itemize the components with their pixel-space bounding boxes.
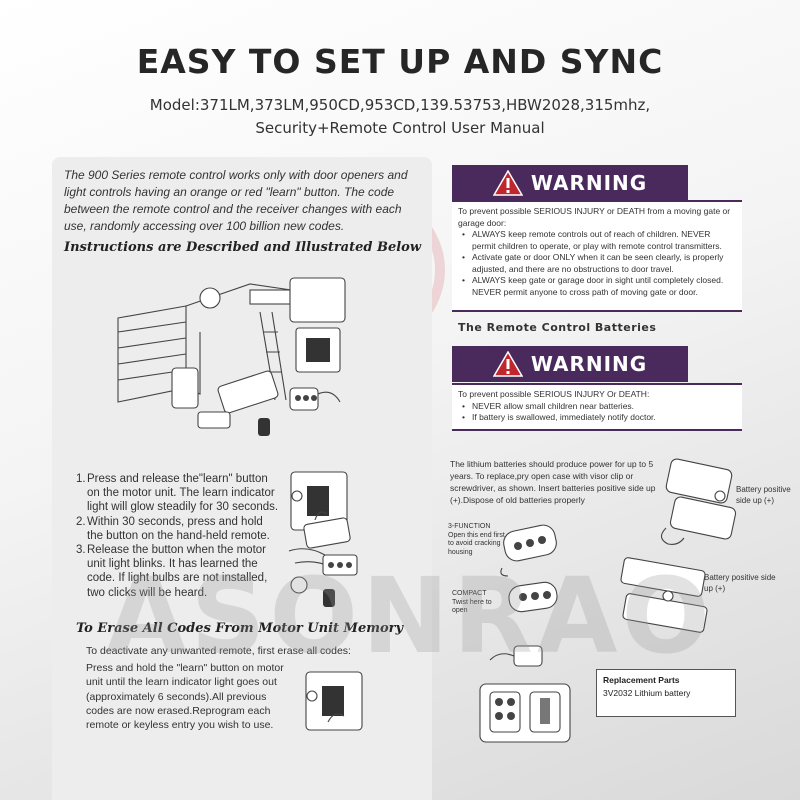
intro-text: The 900 Series remote control works only… [64, 168, 408, 233]
step-number: 2. [76, 515, 86, 528]
step-text: Within 30 seconds, press and hold the bu… [87, 515, 270, 542]
step-text: Press and release the"learn" button on t… [87, 473, 279, 514]
step-text: Release the button when the motor unit l… [87, 544, 268, 599]
step-1: 1.Press and release the"learn" button on… [76, 472, 281, 515]
manual-subtitle: Security+Remote Control User Manual [255, 119, 545, 137]
remote-exploded-illustration [479, 645, 571, 743]
three-function-label: 3-FUNCTION Open this end first to avoid … [448, 523, 505, 556]
step-number: 1. [76, 473, 86, 485]
battery-positive-label: Battery positive side up (+) [736, 485, 791, 505]
warning-icon [492, 170, 523, 196]
warning-bullet-text: NEVER allow small children near batterie… [472, 400, 635, 411]
step-3: 3.Release the button when the motor unit… [76, 543, 281, 600]
compact-remote [508, 581, 558, 613]
batteries-heading: The Remote Control Batteries [458, 321, 657, 334]
replacement-title: Replacement Parts [603, 675, 680, 685]
warning-bullet: •NEVER allow small children near batteri… [462, 400, 635, 411]
garage-door-illustration [117, 277, 346, 436]
warning-icon [492, 351, 523, 377]
hand-remote-illustration [288, 517, 358, 607]
warning-body-1: To prevent possible SERIOUS INJURY or DE… [452, 200, 742, 312]
erase-intro: To deactivate any unwanted remote, first… [86, 645, 351, 657]
battery-instructions: The lithium batteries should produce pow… [450, 459, 656, 505]
compact-label: COMPACT Twist here to open [452, 590, 492, 614]
learn-button-illustration [290, 471, 348, 531]
warning-body-2: To prevent possible SERIOUS INJURY Or DE… [452, 383, 742, 431]
warning-lead: To prevent possible SERIOUS INJURY or DE… [458, 206, 731, 228]
step-2: 2.Within 30 seconds, press and hold the … [76, 515, 281, 543]
battery-positive-label: Battery positive side up (+) [704, 573, 776, 593]
warning-bullet: •If battery is swallowed, immediately no… [462, 412, 656, 422]
erase-heading: To Erase All Codes From Motor Unit Memor… [76, 621, 404, 636]
warning-label: WARNING [530, 171, 648, 195]
learn-steps: 1.Press and release the"learn" button on… [76, 472, 281, 600]
warning-label: WARNING [530, 352, 648, 376]
page-title: EASY TO SET UP AND SYNC [136, 42, 664, 81]
three-button-remote [500, 524, 557, 577]
warning-bullet: •ALWAYS keep remote controls out of reac… [462, 229, 736, 252]
warning-bullet-text: Activate gate or door ONLY when it can b… [472, 252, 724, 274]
warning-header-1: WARNING [452, 165, 688, 201]
warning-header-2: WARNING [452, 346, 688, 382]
warning-bullet: •ALWAYS keep gate or garage door in sigh… [462, 275, 736, 298]
step-number: 3. [76, 544, 86, 557]
replacement-part: 3V2032 Lithium battery [603, 688, 691, 698]
instructions-heading: Instructions are Described and Illustrat… [64, 240, 422, 255]
model-subtitle: Model:371LM,373LM,950CD,953CD,139.53753,… [149, 96, 651, 114]
warning-bullet-text: ALWAYS keep remote controls out of reach… [472, 229, 722, 251]
warning-bullet: •Activate gate or door ONLY when it can … [462, 252, 736, 275]
replacement-parts-box: Replacement Parts 3V2032 Lithium battery [596, 669, 736, 717]
warning-bullet-text: If battery is swallowed, immediately not… [472, 412, 656, 422]
left-panel [52, 157, 432, 800]
erase-body: Press and hold the "learn" button on mot… [86, 662, 284, 732]
warning-lead: To prevent possible SERIOUS INJURY Or DE… [458, 389, 650, 399]
erase-button-illustration [305, 671, 363, 731]
remote-open-illustration [660, 458, 737, 545]
remote-open-illustration-2 [620, 557, 708, 633]
warning-bullet-text: ALWAYS keep gate or garage door in sight… [472, 275, 724, 297]
